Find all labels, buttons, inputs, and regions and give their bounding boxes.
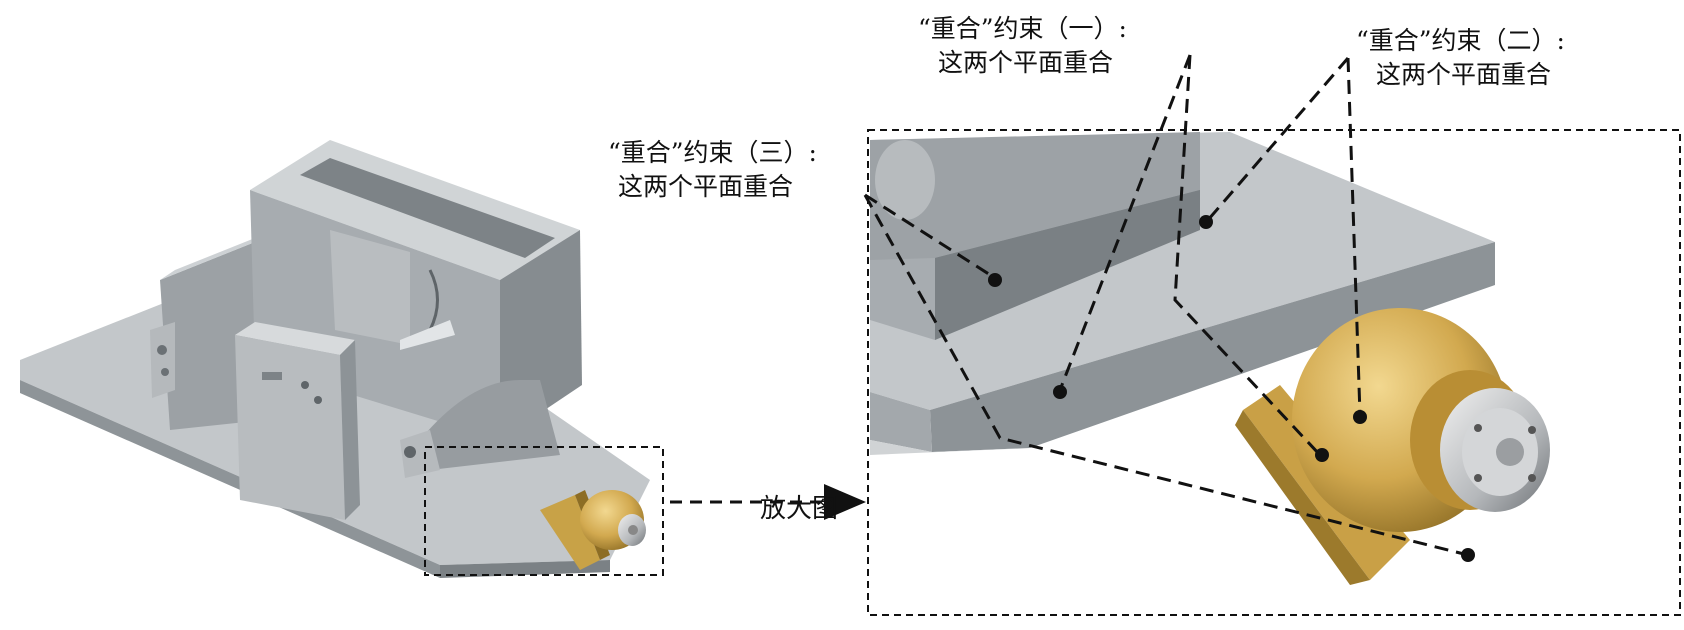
point-1a [1053,385,1067,399]
constraint-3-desc: 这两个平面重合 [618,172,794,201]
point-3a [988,273,1002,287]
constraint-2-desc: 这两个平面重合 [1376,60,1552,89]
constraint-1-label: “重合”约束（一）: 这两个平面重合 [918,12,1127,80]
constraint-3-leaders [863,193,1469,557]
zoomed-view [870,132,1550,585]
constraint-points [988,215,1475,562]
front-mounting-plate [235,322,360,520]
point-1b [1315,448,1329,462]
constraint-3-label: “重合”约束（三）: 这两个平面重合 [608,136,817,204]
constraint-1-title: “重合”约束（一）: [918,14,1127,43]
constraint-2-title: “重合”约束（二）: [1356,26,1565,55]
small-pin-part [540,490,646,570]
constraint-3-title: “重合”约束（三）: [608,138,817,167]
zoomed-housing-block [870,132,1200,340]
fixture-assembly-overview [20,140,650,578]
zoom-label: 放大图 [760,494,839,524]
constraint-1-leaders [1058,54,1322,457]
zoomed-gold-cylinder [1292,308,1550,532]
point-2b [1353,410,1367,424]
point-2a [1199,215,1213,229]
constraint-2-label: “重合”约束（二）: 这两个平面重合 [1356,24,1565,92]
constraint-2-leaders [1206,57,1362,416]
main-housing-block [250,140,582,440]
constraint-1-desc: 这两个平面重合 [938,48,1114,77]
point-3b [1461,548,1475,562]
zoom-region-box [424,446,664,576]
